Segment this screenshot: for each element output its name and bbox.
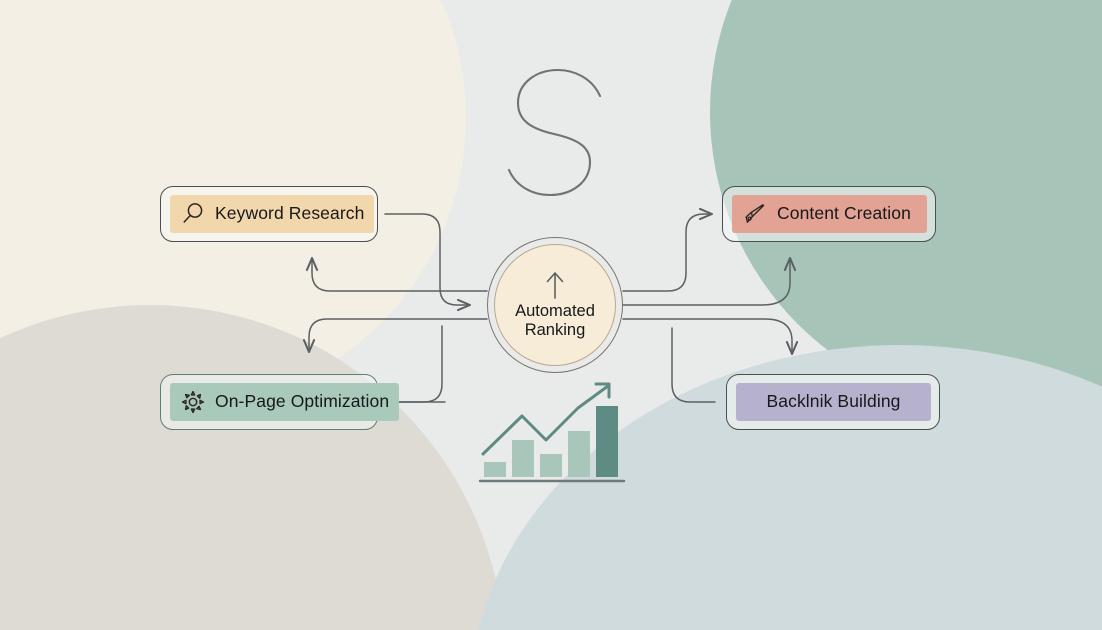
pale-blue-blob: [478, 345, 1102, 630]
node-on-page-optimization[interactable]: On-Page Optimization: [160, 374, 400, 430]
chart-trend-arrowhead: [594, 382, 611, 399]
s-monogram-outline: [507, 68, 602, 197]
node-backlink-building[interactable]: Backlnik Building: [726, 374, 940, 430]
hub-outer-ring: [487, 237, 623, 373]
gear-icon: [181, 390, 205, 414]
chart-bar-3: [540, 454, 562, 477]
chart-bar-2: [512, 440, 534, 477]
node-keyword-research[interactable]: Keyword Research: [160, 186, 378, 242]
s-monogram: [507, 68, 602, 197]
node-keyword-research-fill: Keyword Research: [170, 195, 375, 233]
connector-hub-to-content: [622, 214, 712, 292]
chart-trend-line: [481, 384, 610, 456]
chart-bar-5: [596, 406, 618, 477]
hub-label-line1: Automated: [515, 302, 595, 321]
magnifier-icon: [183, 203, 203, 223]
node-backlink-building-label: Backlnik Building: [766, 391, 901, 412]
hub-label-line2: Ranking: [524, 321, 586, 339]
connector-hub-to-backlink: [622, 318, 792, 354]
connector-content-to-hub: [622, 258, 790, 306]
warm-grey-blob: [0, 305, 504, 630]
pen-nib-icon: [745, 204, 765, 223]
node-on-page-optimization-fill: On-Page Optimization: [170, 383, 400, 421]
connector-keyword-to-hub: [384, 213, 470, 305]
growth-chart: [478, 382, 626, 483]
up-arrow-icon: [546, 272, 564, 300]
node-backlink-building-fill: Backlnik Building: [736, 383, 931, 421]
chart-bar-1: [484, 462, 506, 477]
node-on-page-optimization-label: On-Page Optimization: [215, 391, 390, 412]
connector-backlink-to-hub: [671, 327, 716, 403]
node-content-creation[interactable]: Content Creation: [722, 186, 936, 242]
connector-hub-to-onpage: [309, 318, 488, 352]
chart-bar-4: [568, 431, 590, 477]
growth-chart-bars: [484, 406, 618, 477]
node-content-creation-label: Content Creation: [777, 203, 911, 224]
node-keyword-research-label: Keyword Research: [215, 203, 365, 224]
node-content-creation-fill: Content Creation: [732, 195, 927, 233]
connector-hub-to-keyword: [312, 258, 488, 292]
